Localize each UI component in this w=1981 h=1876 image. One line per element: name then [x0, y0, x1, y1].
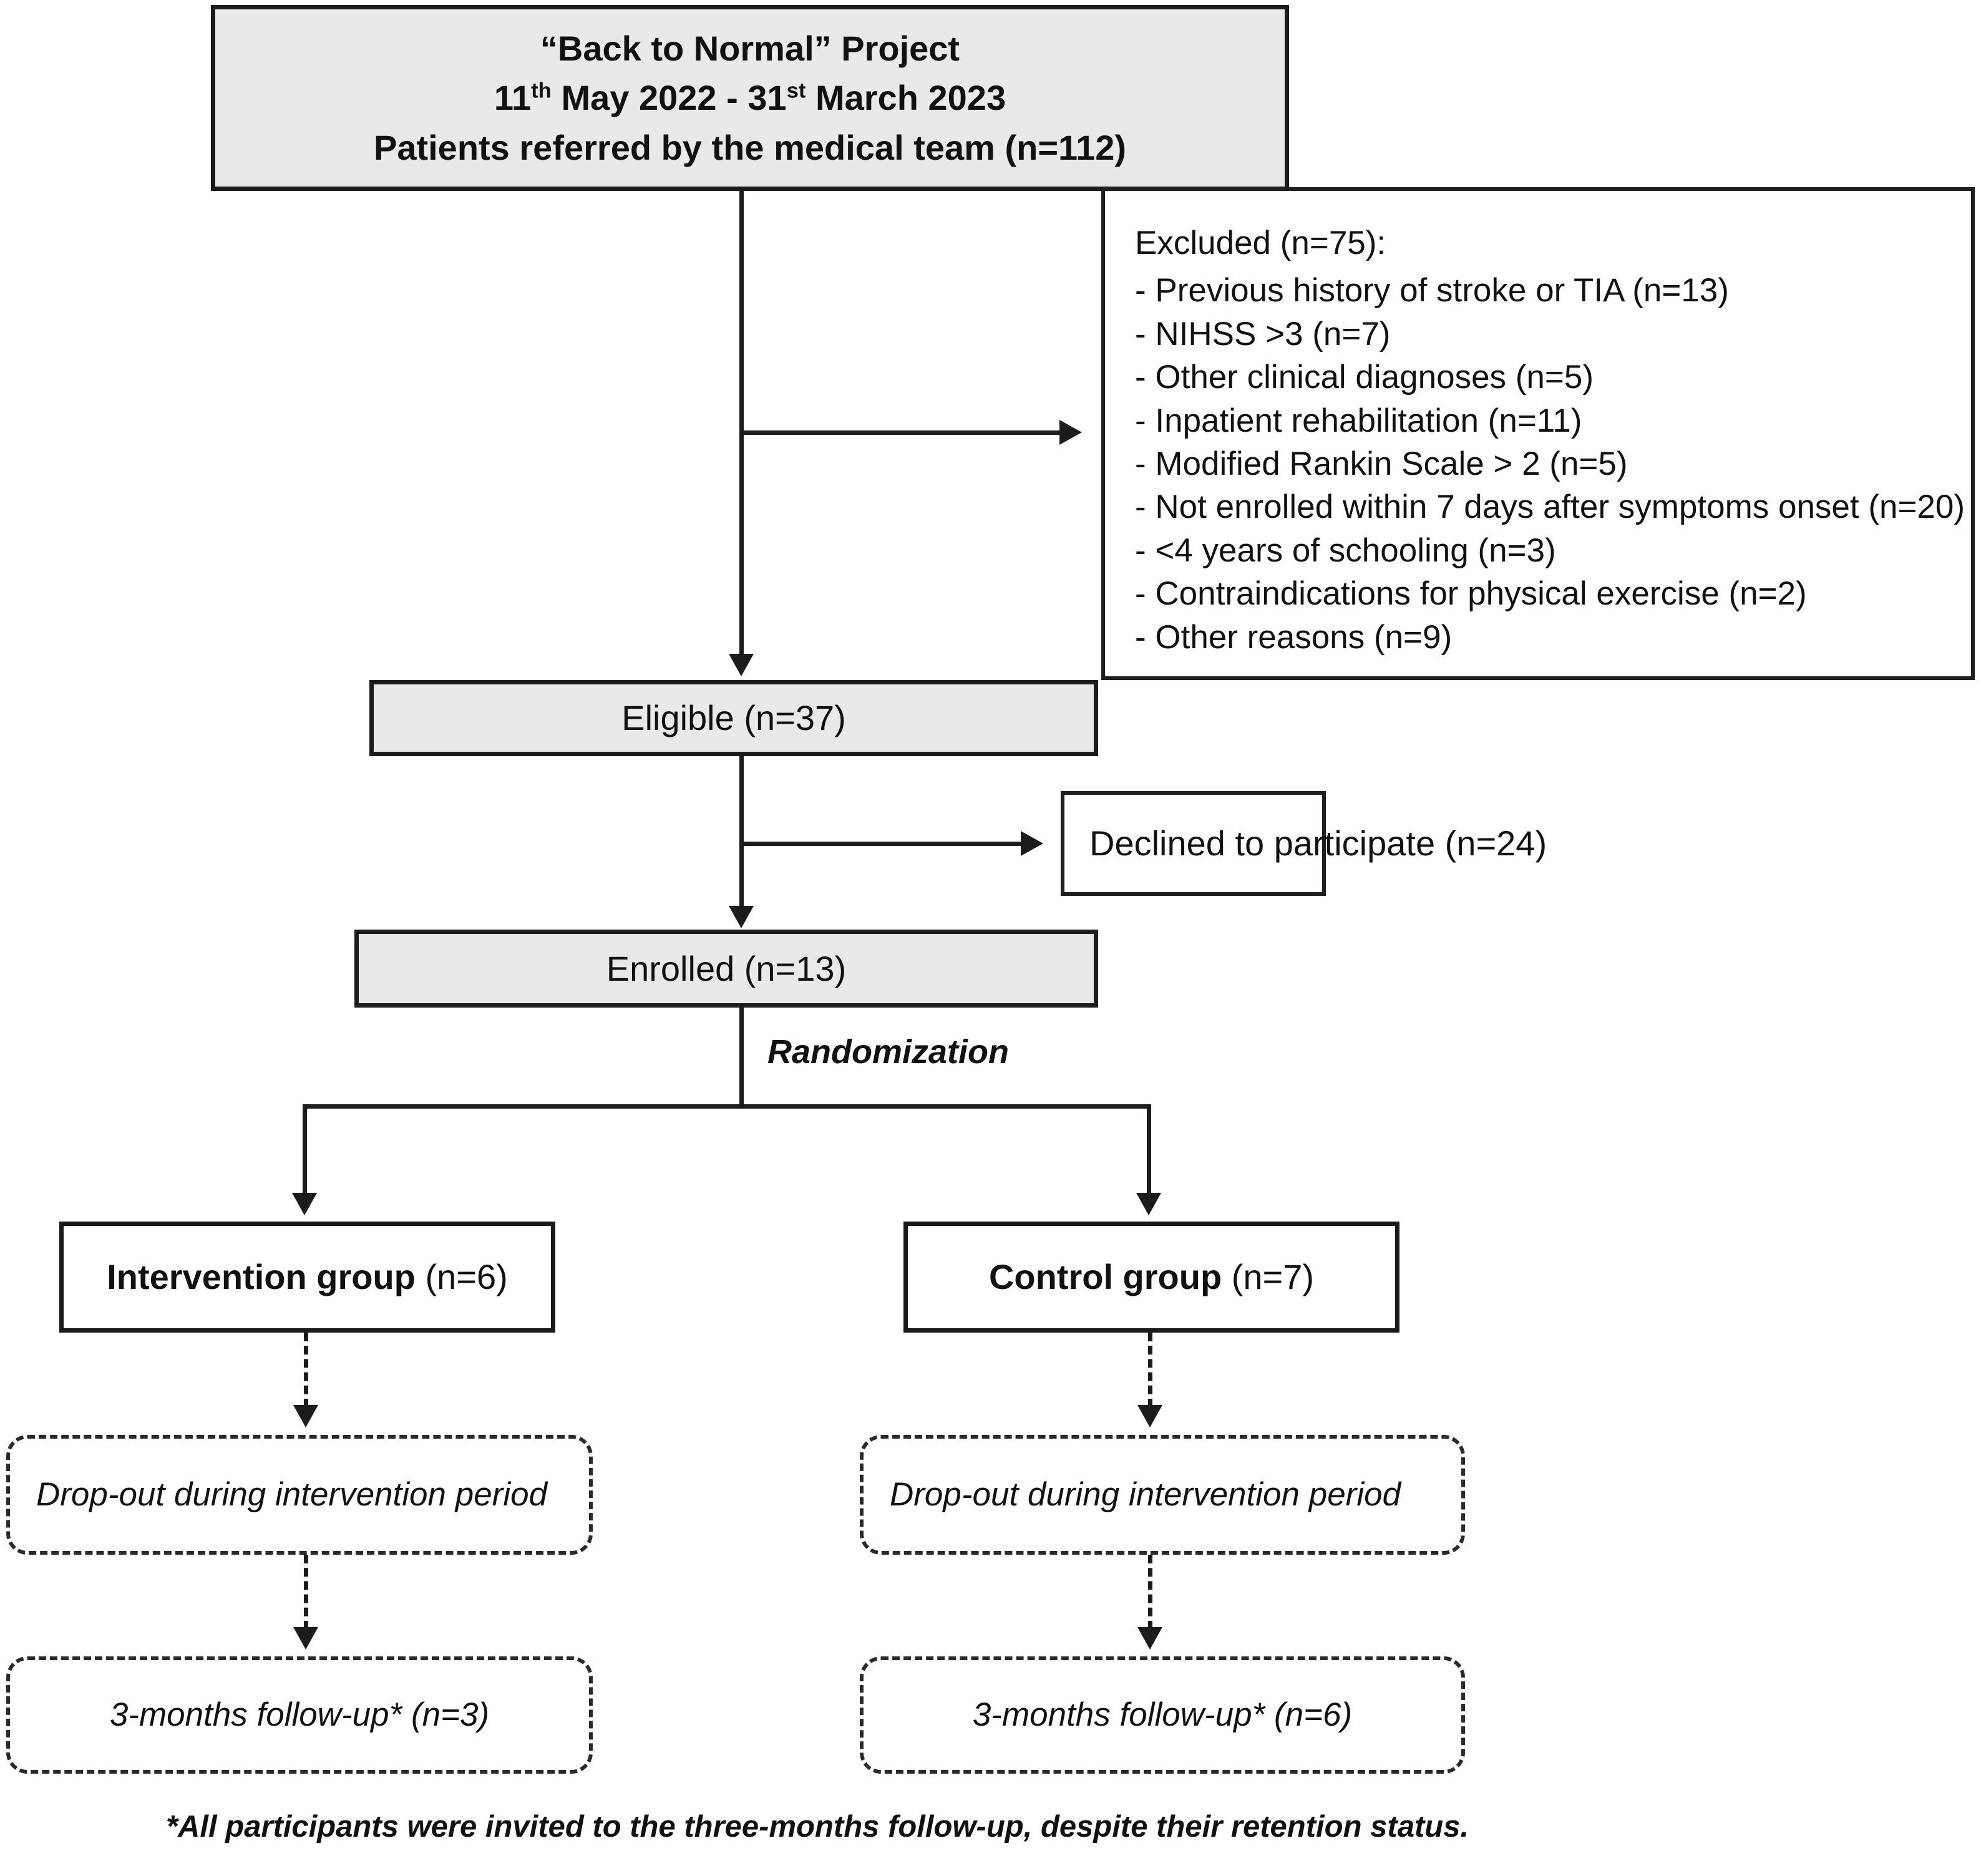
footnote-text: *All participants were invited to the th… [165, 1810, 1469, 1844]
connector-title-to-eligible [739, 191, 744, 655]
title-line-2: 11th May 2022 - 31st March 2023 [374, 73, 1126, 123]
dashed-connector-control-to-dropout [1148, 1333, 1152, 1407]
arrow-intervention-to-dropout [293, 1405, 318, 1427]
title-box-text: “Back to Normal” Project 11th May 2022 -… [374, 24, 1126, 173]
intervention-group-label: Intervention group (n=6) [107, 1252, 508, 1302]
excluded-item: - Other clinical diagnoses (n=5) [1135, 359, 1594, 396]
connector-enrolled-to-split [739, 1008, 744, 1106]
arrow-title-to-eligible [729, 654, 754, 676]
title-date-sup-1: th [531, 79, 552, 103]
connector-split-right-drop [1147, 1104, 1151, 1195]
randomization-label-wrap: Randomization [767, 1033, 1204, 1071]
followup-right-label: 3-months follow-up* (n=6) [972, 1696, 1353, 1734]
dashed-connector-right-dropout-to-followup [1148, 1555, 1152, 1630]
control-group-name: Control group [988, 1257, 1222, 1297]
dashed-connector-left-dropout-to-followup [304, 1555, 308, 1630]
intervention-group-box: Intervention group (n=6) [59, 1222, 555, 1333]
intervention-group-name: Intervention group [107, 1257, 416, 1297]
connector-split-bar [303, 1104, 1151, 1109]
arrow-control-to-dropout [1137, 1405, 1162, 1427]
title-line-3: Patients referred by the medical team (n… [373, 127, 1127, 167]
excluded-item: - Modified Rankin Scale > 2 (n=5) [1135, 445, 1628, 482]
title-date-sup-2: st [786, 79, 806, 103]
title-line-1: “Back to Normal” Project [540, 28, 960, 68]
arrow-eligible-to-enrolled [729, 906, 754, 928]
dropout-left-box: Drop-out during intervention period [6, 1435, 593, 1555]
control-group-label: Control group (n=7) [989, 1252, 1314, 1302]
title-date-pre: 11 [494, 78, 532, 118]
connector-to-declined [741, 842, 1022, 846]
arrow-to-intervention-group [292, 1193, 317, 1215]
arrow-to-control-group [1136, 1193, 1161, 1215]
randomization-label: Randomization [767, 1033, 1009, 1071]
dashed-connector-intervention-to-dropout [304, 1333, 308, 1407]
excluded-item: - NIHSS >3 (n=7) [1135, 315, 1391, 352]
control-group-box: Control group (n=7) [903, 1222, 1399, 1333]
enrolled-label: Enrolled (n=13) [606, 948, 847, 988]
arrow-to-declined [1021, 831, 1043, 856]
control-group-count: (n=7) [1222, 1257, 1315, 1297]
excluded-box: Excluded (n=75): - Previous history of s… [1101, 187, 1975, 680]
declined-label: Declined to participate (n=24) [1089, 824, 1547, 863]
footnote-wrap: *All participants were invited to the th… [0, 1809, 1635, 1844]
enrolled-box: Enrolled (n=13) [354, 930, 1098, 1008]
eligible-label: Eligible (n=37) [621, 698, 846, 738]
followup-right-box: 3-months follow-up* (n=6) [860, 1656, 1465, 1774]
title-box: “Back to Normal” Project 11th May 2022 -… [211, 5, 1289, 191]
eligible-box: Eligible (n=37) [369, 680, 1098, 756]
title-date-post: March 2023 [806, 78, 1006, 118]
declined-box: Declined to participate (n=24) [1061, 791, 1547, 896]
connector-to-excluded [741, 430, 1061, 435]
excluded-item: - Contraindications for physical exercis… [1135, 575, 1807, 613]
dropout-left-label: Drop-out during intervention period [36, 1476, 548, 1514]
arrow-to-excluded [1059, 420, 1082, 445]
intervention-group-count: (n=6) [415, 1257, 508, 1297]
connector-split-left-drop [303, 1104, 307, 1195]
followup-left-box: 3-months follow-up* (n=3) [6, 1656, 593, 1774]
excluded-heading: Excluded (n=75): [1135, 225, 1386, 261]
excluded-item: - Other reasons (n=9) [1135, 618, 1453, 656]
dropout-right-label: Drop-out during intervention period [890, 1476, 1401, 1514]
excluded-item: - Previous history of stroke or TIA (n=1… [1135, 272, 1729, 309]
arrow-right-dropout-to-followup [1137, 1627, 1162, 1650]
excluded-item: - Not enrolled within 7 days after sympt… [1135, 488, 1965, 526]
followup-left-label: 3-months follow-up* (n=3) [109, 1696, 490, 1734]
title-date-mid: May 2022 - 31 [551, 78, 787, 118]
arrow-left-dropout-to-followup [293, 1627, 318, 1650]
excluded-item: - <4 years of schooling (n=3) [1135, 532, 1556, 569]
dropout-right-box: Drop-out during intervention period [860, 1435, 1465, 1555]
connector-eligible-to-enrolled [739, 756, 744, 907]
excluded-item: - Inpatient rehabilitation (n=11) [1135, 402, 1582, 439]
excluded-list: Excluded (n=75): - Previous history of s… [1135, 220, 1965, 659]
